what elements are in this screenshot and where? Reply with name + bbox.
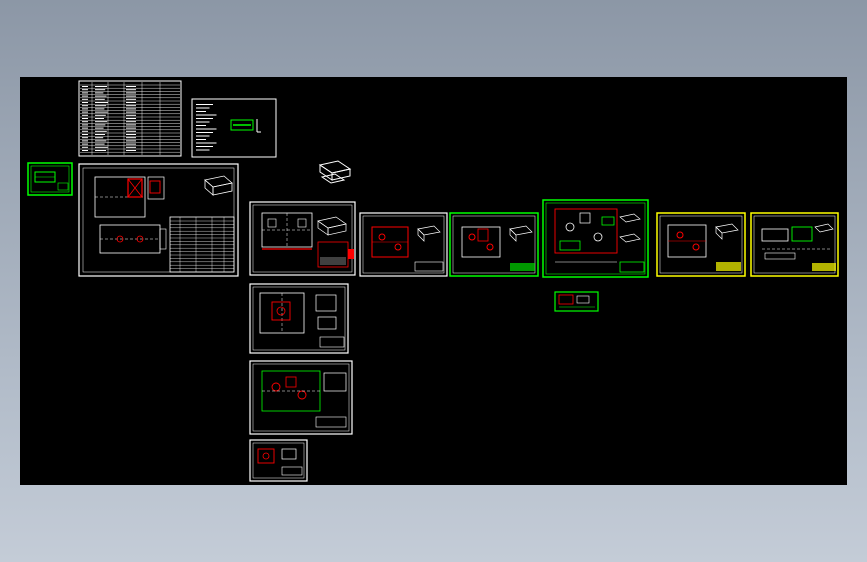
part-sheet-g[interactable] [249, 283, 349, 354]
part-sheet-a[interactable] [249, 201, 356, 276]
model-space-canvas[interactable] [20, 77, 847, 485]
part-sheet-i[interactable] [249, 439, 308, 482]
cad-drawing-svg[interactable] [20, 77, 847, 485]
part-sheet-h[interactable] [249, 360, 353, 435]
part-sheet-b[interactable] [359, 212, 448, 277]
tiny-green-sheet[interactable] [554, 291, 599, 312]
bom-table-sheet[interactable] [78, 80, 182, 157]
isometric-part[interactable] [318, 160, 352, 184]
notes-sheet[interactable] [191, 98, 277, 158]
small-part-green-sheet[interactable] [27, 162, 73, 196]
part-sheet-e-yellow[interactable] [656, 212, 746, 277]
part-sheet-d-green[interactable] [542, 199, 649, 278]
part-sheet-f-yellow[interactable] [750, 212, 839, 277]
assembly-main-sheet[interactable] [78, 163, 239, 277]
part-sheet-c-green[interactable] [449, 212, 539, 277]
